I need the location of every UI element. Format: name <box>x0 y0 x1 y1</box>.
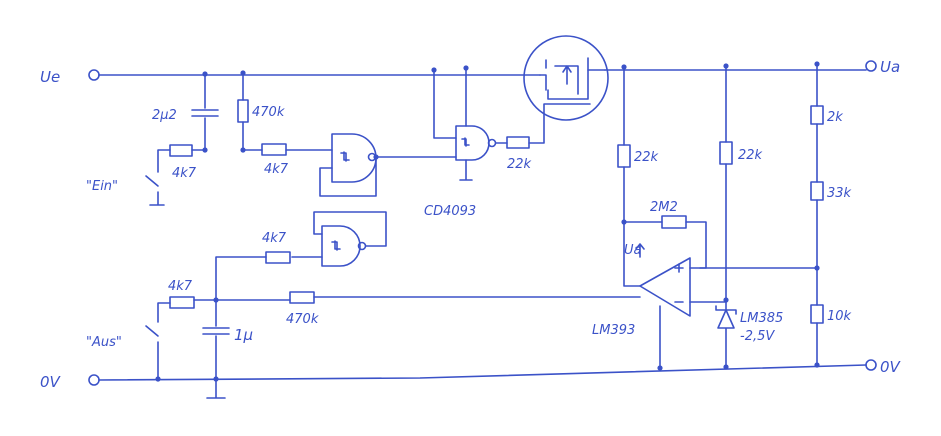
resistor-470k-bottom <box>215 291 641 304</box>
resistor-22k-a <box>617 66 631 223</box>
label-lm385: LM385 <box>740 311 783 326</box>
capacitor-1u <box>202 299 230 399</box>
zero-left-terminal-label: 0V <box>40 373 62 391</box>
label-470k-top: 470k <box>252 105 285 120</box>
label-ua-marker: Ua <box>624 243 642 258</box>
resistor-22k-gate <box>495 103 591 149</box>
nand-gate-1 <box>319 133 457 197</box>
label-2m2: 2M2 <box>650 200 678 215</box>
divider-resistors <box>810 63 824 366</box>
capacitor-2u2 <box>191 74 219 151</box>
label-lm393: LM393 <box>592 323 635 338</box>
bottom-rail <box>88 359 877 386</box>
ua-terminal-label: Ua <box>880 58 900 76</box>
zero-right-terminal-label: 0V <box>880 358 902 376</box>
resistor-2m2 <box>623 215 707 269</box>
label-4k7-lower: 4k7 <box>262 231 287 246</box>
top-rail <box>88 60 877 81</box>
label-2k: 2k <box>827 110 843 125</box>
label-10k: 10k <box>827 309 852 324</box>
label-4k7-ein: 4k7 <box>172 166 197 181</box>
reference-diode <box>715 305 737 368</box>
nand-gate-2 <box>291 211 387 267</box>
resistor-4k7-lower <box>215 251 291 301</box>
nand-gate-3 <box>433 67 497 181</box>
resistor-4k7-mid <box>242 143 333 156</box>
label-33k: 33k <box>827 186 852 201</box>
label-4k7-mid: 4k7 <box>264 162 289 177</box>
switch-aus <box>145 296 217 381</box>
resistor-22k-b <box>719 65 733 311</box>
switch-ein <box>145 144 206 206</box>
label-aus: "Aus" <box>86 335 122 350</box>
label-22k-b: 22k <box>738 148 763 163</box>
label-1u: 1µ <box>234 326 253 344</box>
label-ein: "Ein" <box>86 179 118 194</box>
comparator <box>623 221 818 369</box>
label-470k-bottom: 470k <box>286 312 319 327</box>
resistor-470k-top <box>237 72 249 151</box>
label-4k7-aus: 4k7 <box>168 279 193 294</box>
label-22k-gate: 22k <box>507 157 532 172</box>
ue-terminal-label: Ue <box>40 68 60 86</box>
label-ref-voltage: -2,5V <box>740 329 775 344</box>
mosfet <box>523 35 609 121</box>
label-cd4093: CD4093 <box>424 204 476 219</box>
label-22k-a: 22k <box>634 150 659 165</box>
label-2u2: 2µ2 <box>152 108 177 123</box>
